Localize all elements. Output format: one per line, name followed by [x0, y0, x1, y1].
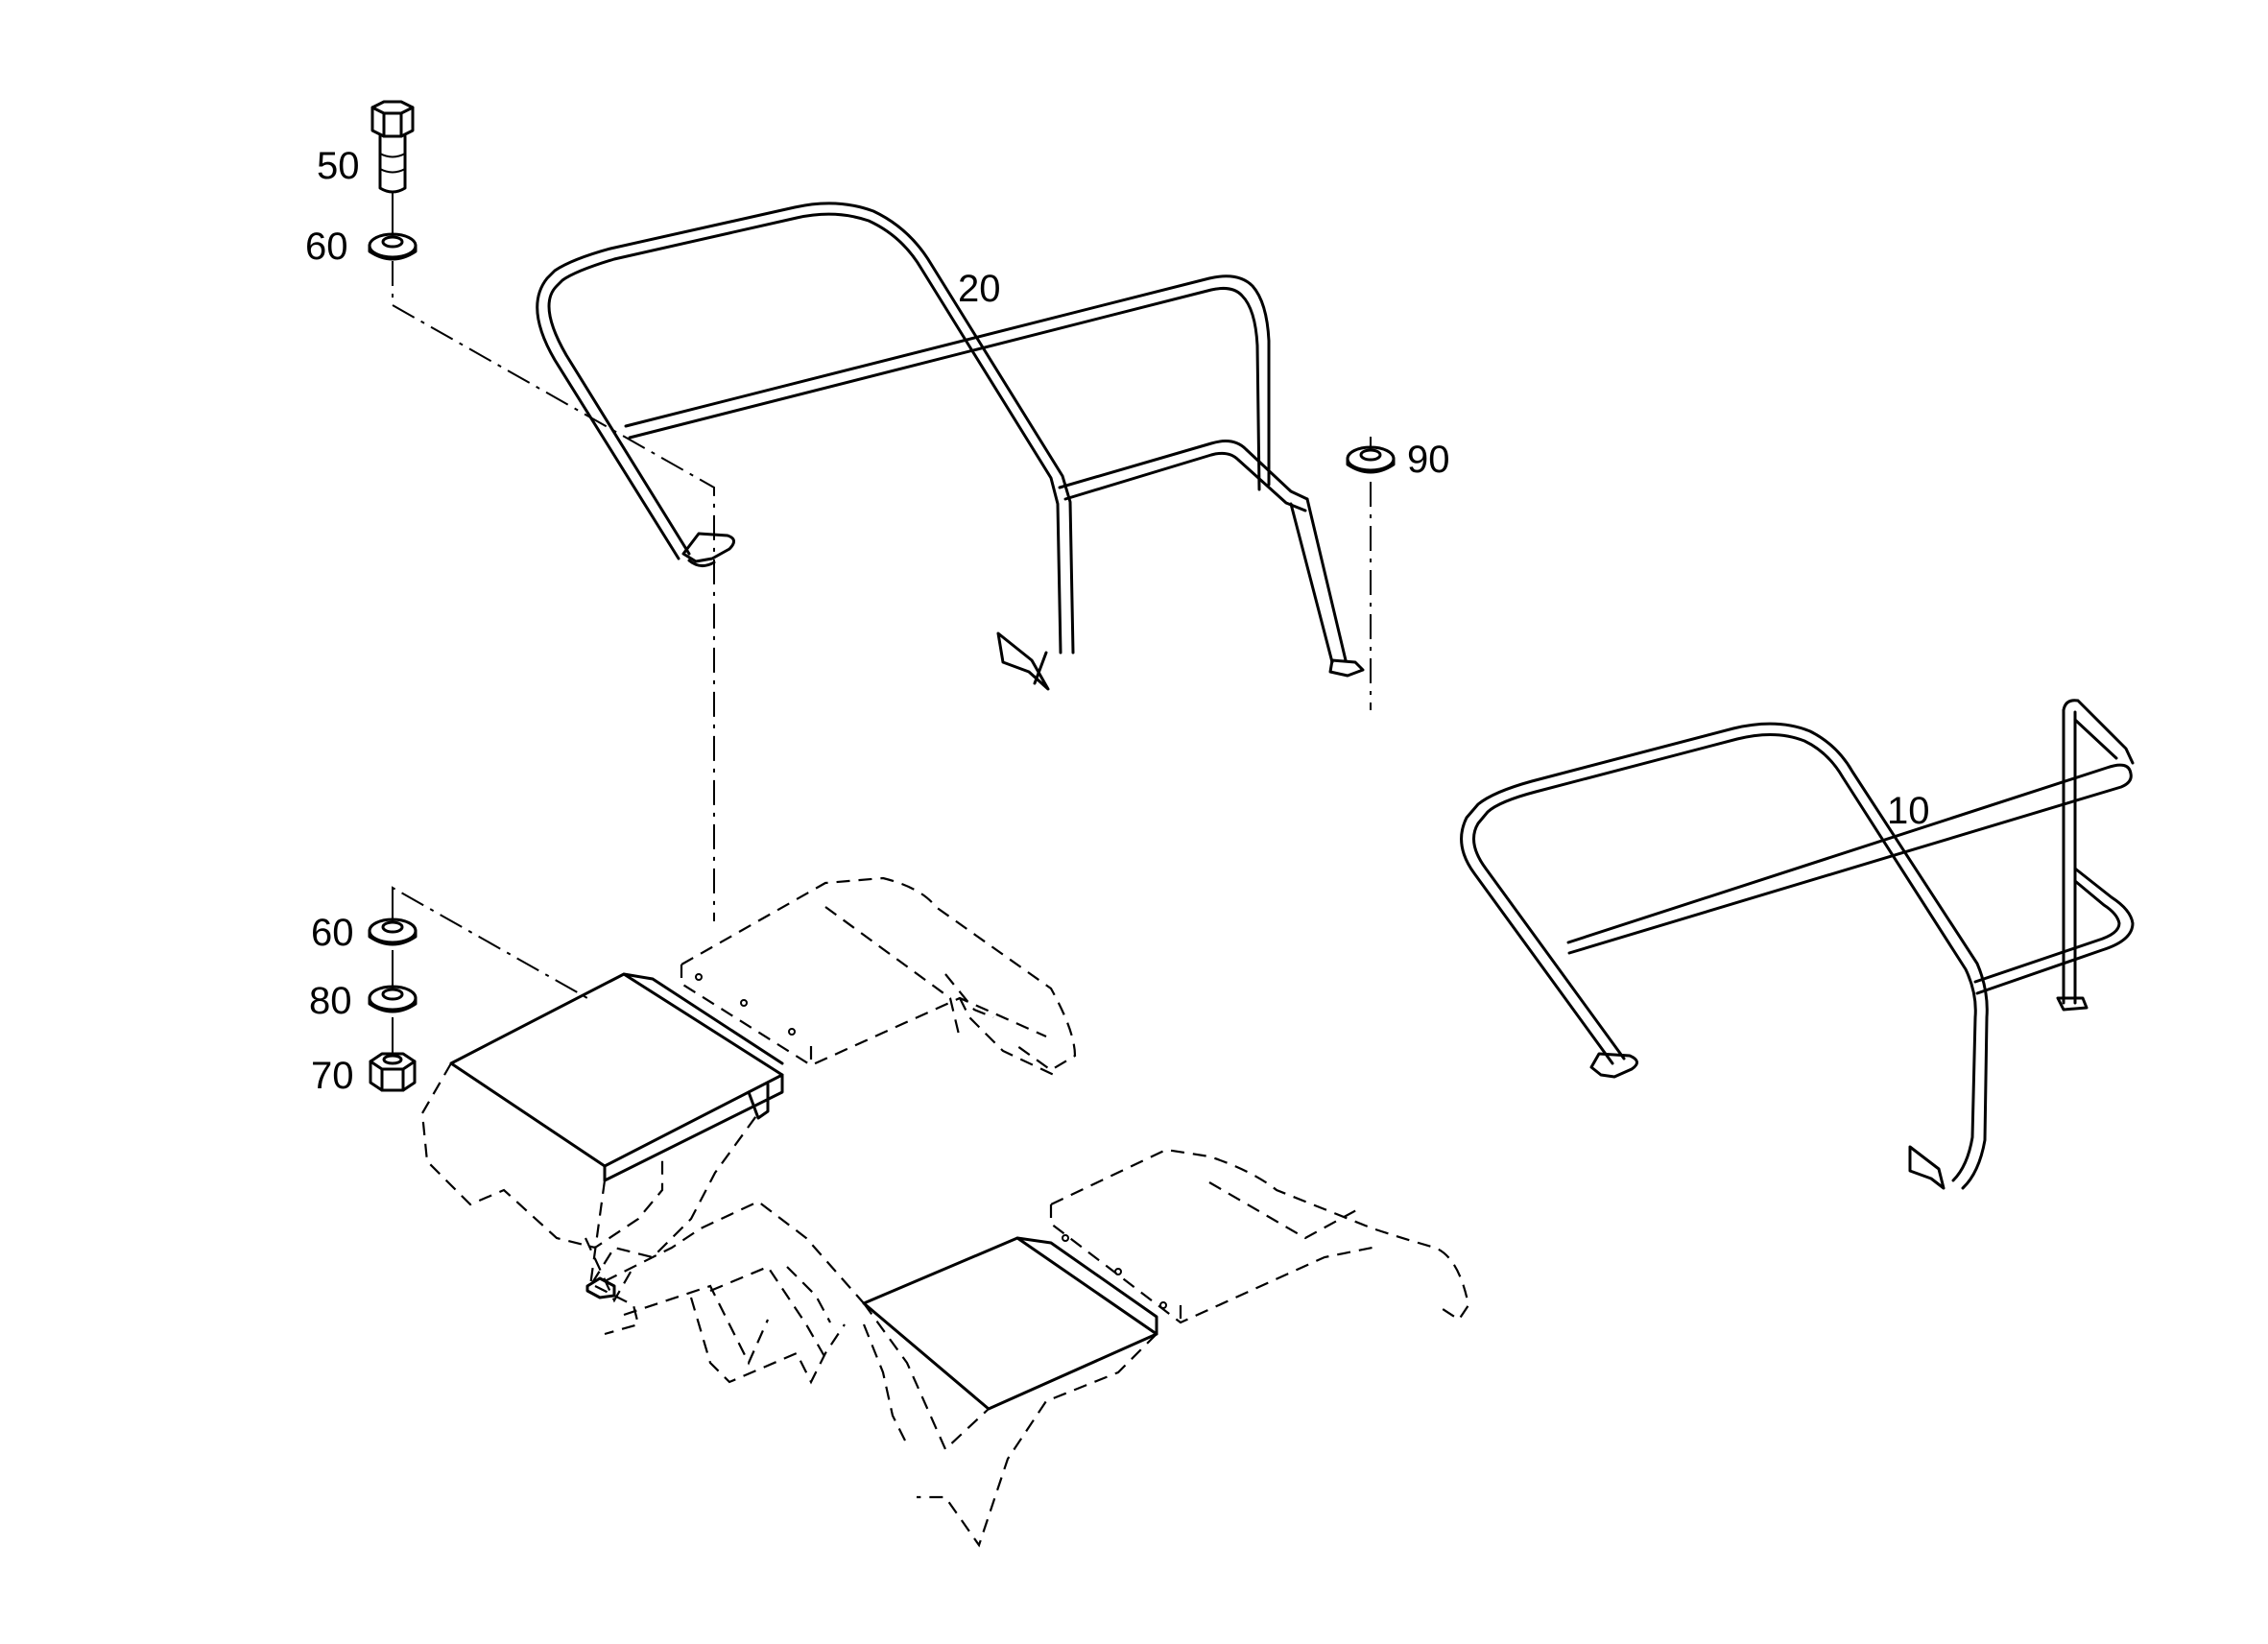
washer-60-top — [368, 232, 418, 261]
step-assembly-lower — [862, 1148, 1470, 1548]
washer-80 — [368, 985, 418, 1013]
handrail-10 — [1460, 699, 2135, 1190]
callout-60-top: 60 — [305, 226, 348, 268]
callout-60-bottom: 60 — [311, 912, 354, 954]
handrail-20 — [536, 202, 1365, 691]
fender-structure — [585, 1200, 908, 1445]
callout-10: 10 — [1887, 790, 1930, 832]
callout-90: 90 — [1407, 439, 1450, 481]
callout-80: 80 — [309, 980, 352, 1022]
callout-70: 70 — [311, 1055, 354, 1097]
assembly-line-bolt — [392, 261, 715, 921]
nut-70 — [369, 1052, 417, 1092]
washer-90 — [1346, 445, 1396, 474]
assembly-line-nut — [392, 886, 588, 999]
callout-20: 20 — [958, 268, 1001, 310]
bolt-50 — [370, 100, 415, 194]
callout-50: 50 — [317, 145, 360, 187]
step-assembly-upper — [420, 876, 1077, 1303]
washer-60-bottom — [368, 917, 418, 946]
